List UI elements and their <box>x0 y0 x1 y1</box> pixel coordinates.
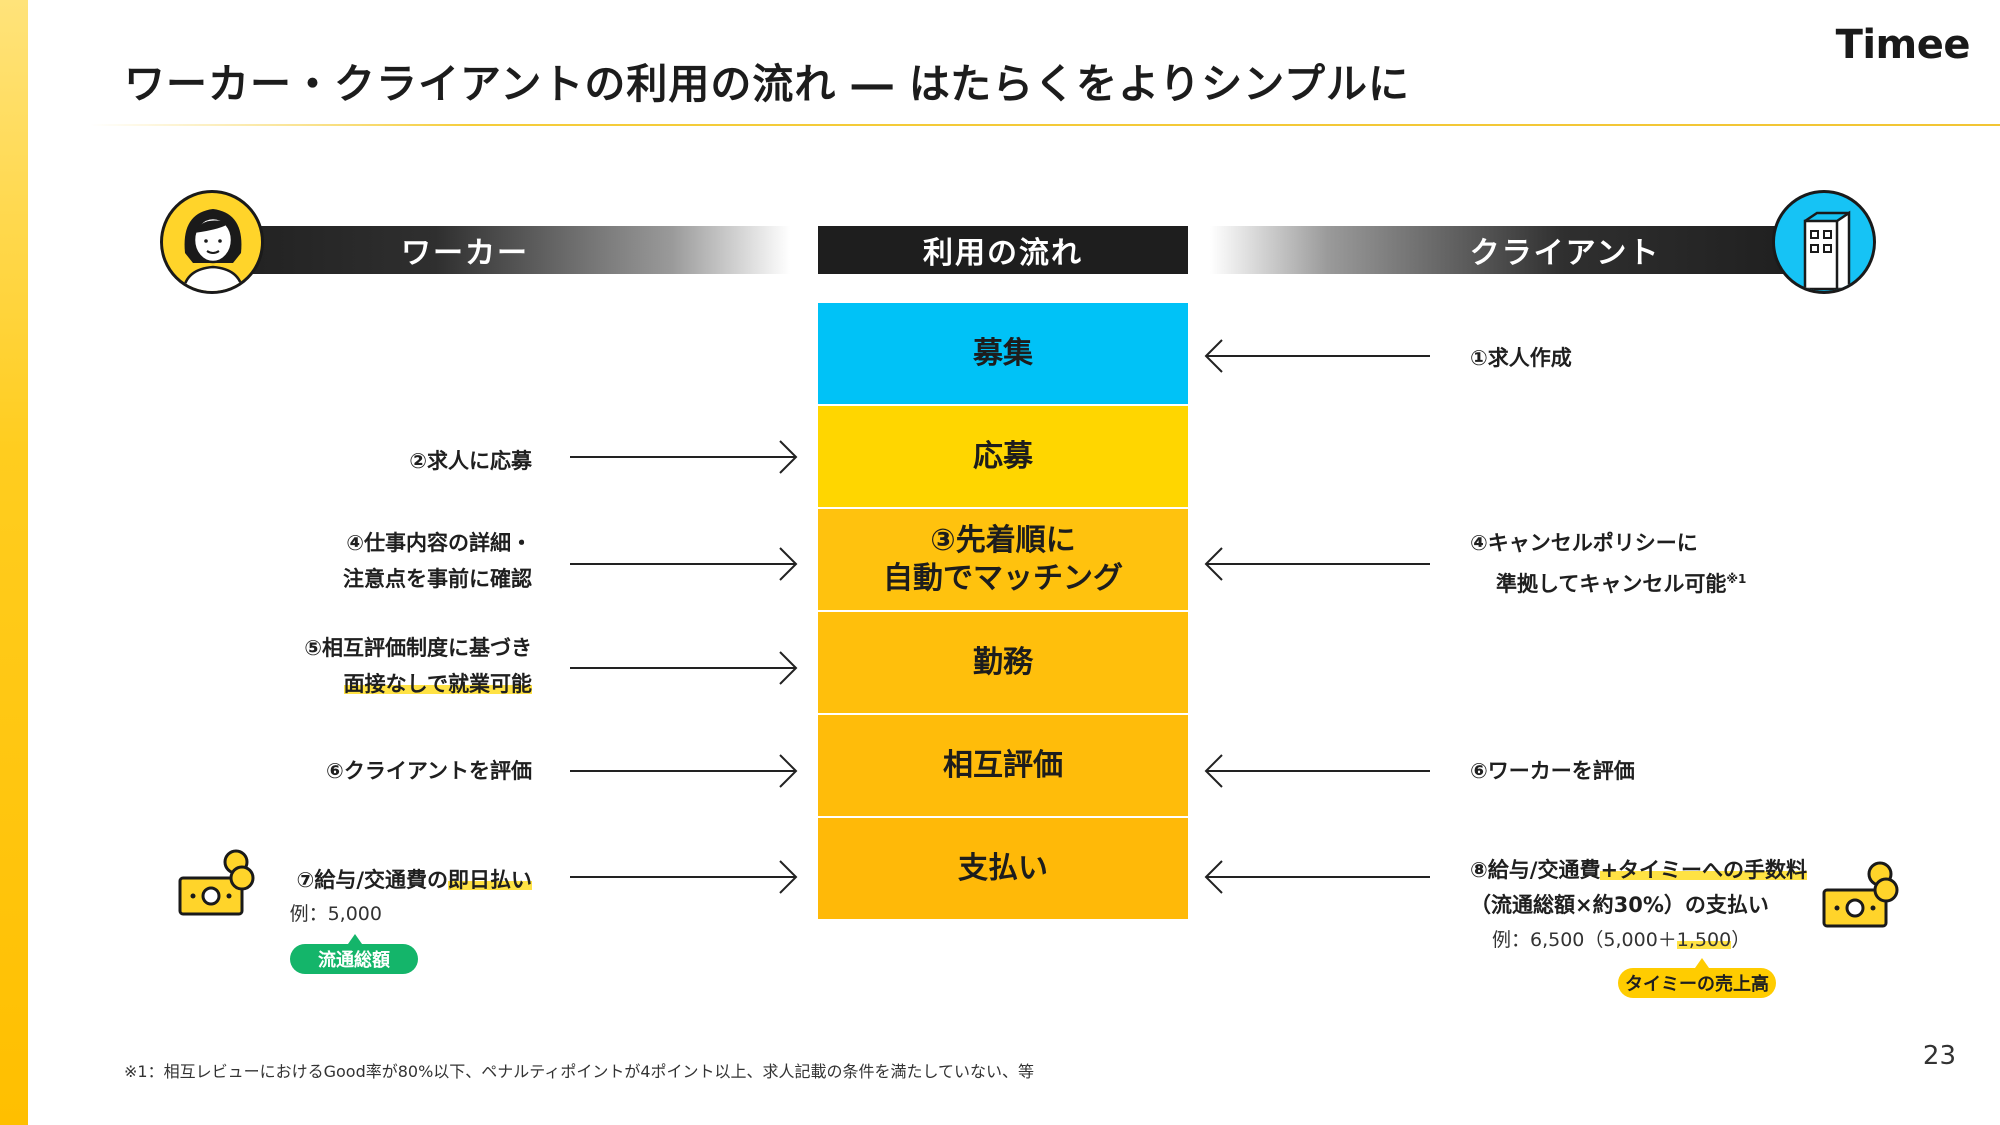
arrow-left-6 <box>1204 754 1430 788</box>
cash-coins-icon <box>178 849 255 916</box>
worker-step-6: ⑥クライアントを評価 <box>326 759 532 783</box>
worker-step-5-line2: 面接なしで就業可能 <box>343 666 532 702</box>
revenue-badge: タイミーの売上高 <box>1618 968 1776 998</box>
client-step-1: ①求人作成 <box>1470 346 1572 370</box>
arrow-right-2 <box>570 440 798 474</box>
worker-step-7: ⑦給与/交通費の即日払い <box>297 862 532 898</box>
client-step-4-line2: 準拠してキャンセル可能※1 <box>1496 561 1746 602</box>
worker-step-2: ②求人に応募 <box>409 449 532 473</box>
gmv-badge: 流通総額 <box>290 944 418 974</box>
arrow-left-4 <box>1204 547 1430 581</box>
arrow-right-6 <box>570 754 798 788</box>
client-column-header: クライアント <box>1210 226 1800 274</box>
client-step-4-line1: ④キャンセルポリシーに <box>1470 531 1698 555</box>
client-step-6: ⑥ワーカーを評価 <box>1470 759 1635 783</box>
worker-step-4-line1: ④仕事内容の詳細・ <box>346 531 532 555</box>
worker-column-label: ワーカー <box>401 236 529 271</box>
flow-step-payment: 支払い <box>818 818 1188 921</box>
worker-column-header: ワーカー <box>200 226 790 274</box>
flow-step-matching: ③先着順に 自動でマッチング <box>818 509 1188 612</box>
flow-stack: 募集 応募 ③先着順に 自動でマッチング 勤務 相互評価 支払い <box>818 303 1188 921</box>
flow-step-work: 勤務 <box>818 612 1188 715</box>
badge-pointer <box>348 934 362 944</box>
building-icon <box>1772 190 1876 294</box>
worker-step-7-pre: ⑦給与/交通費の <box>296 868 448 892</box>
worker-step-5-line1: ⑤相互評価制度に基づき <box>304 636 532 660</box>
flow-step-review: 相互評価 <box>818 715 1188 818</box>
title-divider <box>90 124 2000 126</box>
page-title: ワーカー・クライアントの利用の流れ ― はたらくをよりシンプルに <box>124 60 1411 108</box>
worker-step-5-highlight: 面接なしで就業可能 <box>343 672 532 696</box>
client-step-4-text: 準拠してキャンセル可能 <box>1496 572 1727 596</box>
flow-step-recruit: 募集 <box>818 303 1188 406</box>
arrow-right-5 <box>570 651 798 685</box>
footnote: ※1：相互レビューにおけるGood率が80%以下、ペナルティポイントが4ポイント… <box>124 1062 1035 1081</box>
flow-step-apply: 応募 <box>818 406 1188 509</box>
arrow-left-8 <box>1204 860 1430 894</box>
client-example-highlight: 1,500 <box>1676 929 1732 951</box>
arrow-right-4 <box>570 547 798 581</box>
client-step-8-example: 例：6,500（5,000＋1,500） <box>1492 922 1750 958</box>
worker-step-4-line2: 注意点を事前に確認 <box>343 567 532 591</box>
person-avatar-icon <box>160 190 264 294</box>
footnote-marker: ※1 <box>1726 572 1747 586</box>
timee-logo: Timee <box>1835 22 1971 68</box>
client-step-8-line2: （流通総額×約30%）の支払い <box>1470 893 1769 917</box>
arrow-right-7 <box>570 860 798 894</box>
arrow-left-1 <box>1204 339 1430 373</box>
worker-step-7-highlight: 即日払い <box>448 868 532 892</box>
client-example-pre: 例：6,500（5,000＋ <box>1492 929 1677 951</box>
client-column-label: クライアント <box>1469 236 1661 271</box>
client-example-post: ） <box>1731 929 1751 951</box>
left-accent-bar <box>0 0 28 1125</box>
page-number: 23 <box>1922 1041 1956 1071</box>
client-step-8-pre: ⑧給与/交通費 <box>1470 858 1601 882</box>
cash-coins-icon <box>1822 861 1899 928</box>
badge-pointer <box>1695 958 1709 968</box>
client-step-8-highlight: +タイミーへの手数料 <box>1600 858 1808 882</box>
flow-column-header: 利用の流れ <box>818 226 1188 274</box>
flow-column-label: 利用の流れ <box>923 236 1083 271</box>
client-step-8-line1: ⑧給与/交通費+タイミーへの手数料 <box>1470 852 1808 888</box>
worker-step-7-example: 例：5,000 <box>289 903 382 925</box>
